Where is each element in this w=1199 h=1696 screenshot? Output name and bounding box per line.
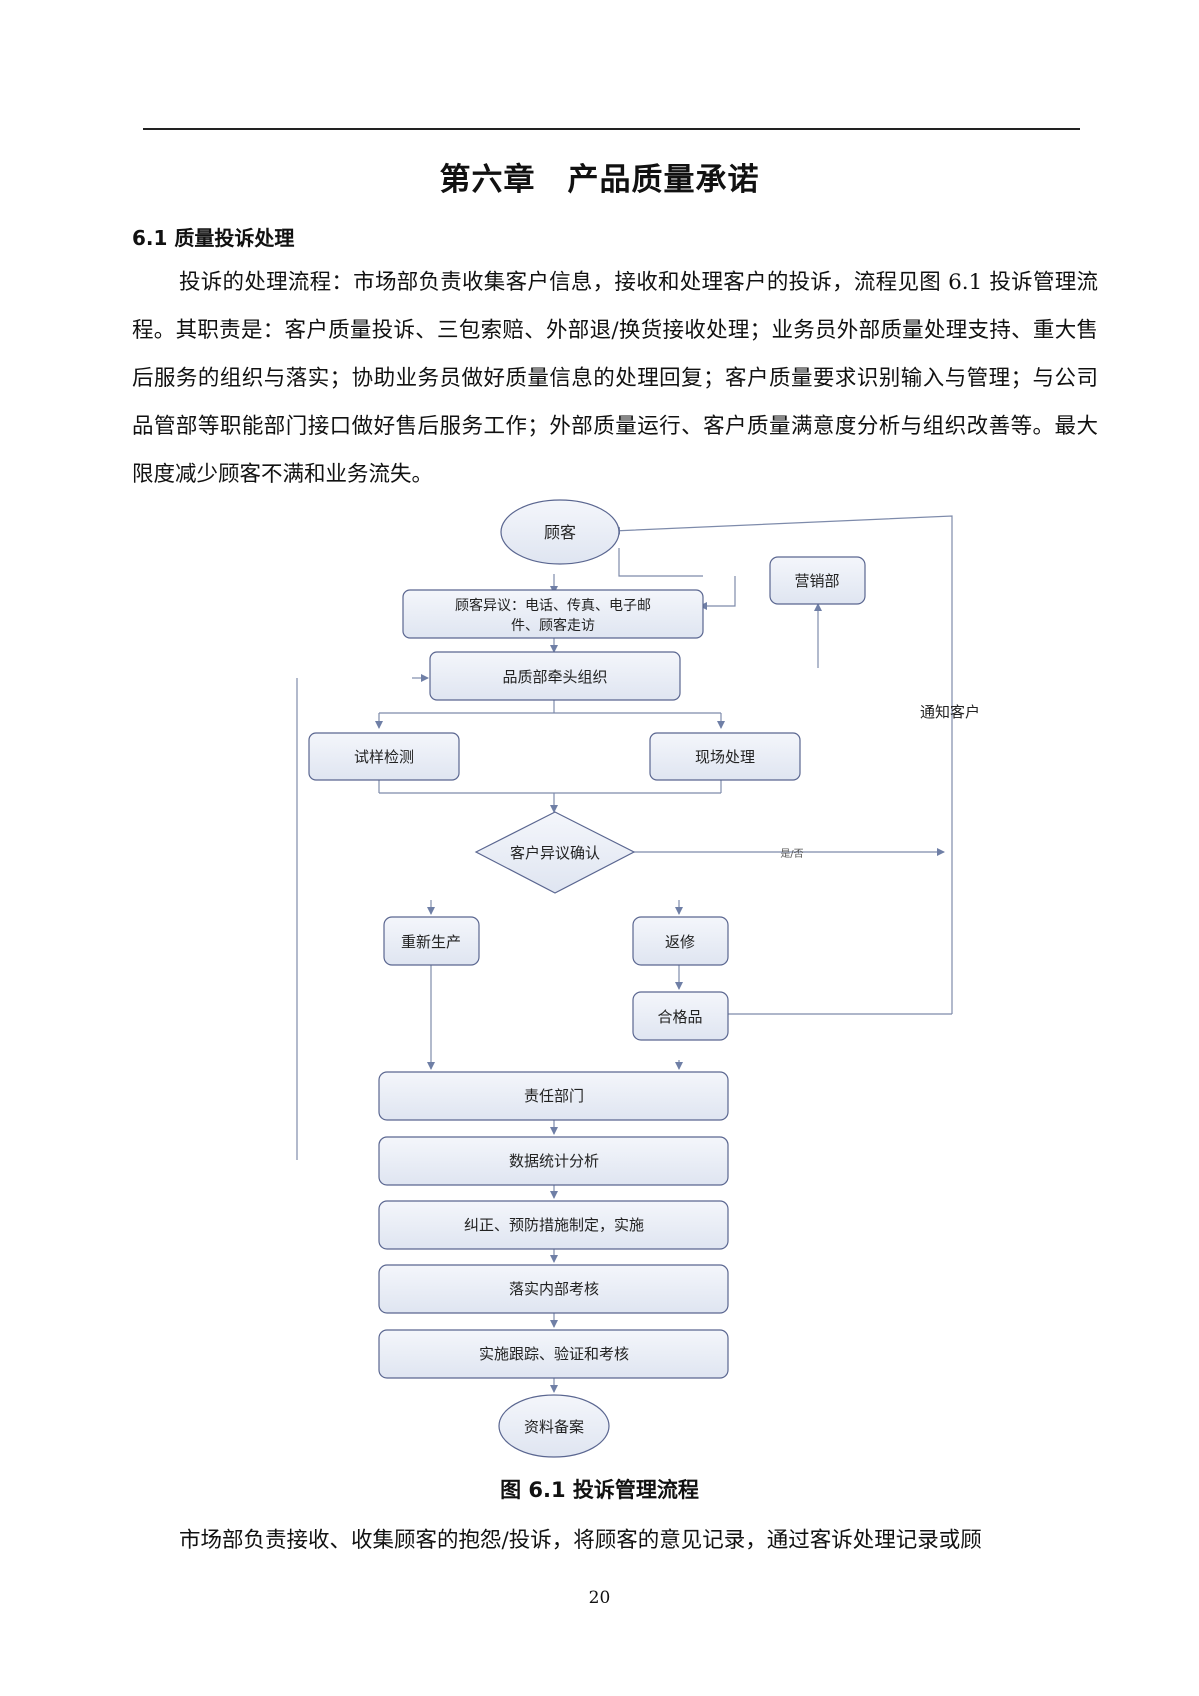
node-onsite (649, 732, 801, 781)
node-quality-dept-label: 品质部牵头组织 (502, 668, 607, 686)
node-confirm-label: 客户异议确认 (510, 844, 600, 862)
node-complaint (402, 589, 704, 639)
node-qualified (632, 991, 729, 1041)
node-data-analysis-label: 数据统计分析 (509, 1152, 599, 1170)
header-rule (143, 128, 1080, 130)
node-corrective-label: 纠正、预防措施制定，实施 (464, 1216, 644, 1234)
node-sales-dept (769, 556, 866, 605)
node-customer-label: 顾客 (544, 523, 576, 542)
node-complaint-line1: 顾客异议：电话、传真、电子邮 (455, 597, 651, 614)
node-repair-label: 返修 (665, 933, 695, 951)
node-sample-test (308, 732, 460, 781)
node-onsite-label: 现场处理 (695, 748, 755, 766)
node-customer (500, 499, 620, 565)
node-complaint-line2: 件、顾客走访 (511, 617, 595, 634)
node-quality-dept (429, 651, 681, 701)
figure-caption: 图 6.1 投诉管理流程 (500, 1478, 699, 1502)
node-reproduce-label: 重新生产 (401, 933, 461, 951)
chapter-title: 第六章 产品质量承诺 (439, 162, 760, 198)
section-title: 6.1 质量投诉处理 (132, 226, 295, 250)
node-responsible-label: 责任部门 (524, 1087, 584, 1105)
node-reproduce (383, 916, 480, 966)
node-qualified-label: 合格品 (657, 1008, 702, 1026)
node-confirm (474, 811, 636, 894)
node-data-analysis (378, 1136, 729, 1186)
node-sales-dept-label: 营销部 (794, 572, 839, 590)
node-repair (632, 916, 729, 966)
label-no: 是/否 (780, 848, 803, 860)
node-tracking (378, 1329, 729, 1379)
node-corrective (378, 1200, 729, 1250)
label-notify: 通知客户 (920, 703, 980, 721)
node-internal-assess (378, 1264, 729, 1314)
node-archive-label: 资料备案 (524, 1418, 584, 1436)
complaint-flowchart: 顾客 营销部 顾客异议：电话、传真、电子邮 件、顾客走访 品质部牵头组织 试样检… (296, 499, 980, 1458)
node-internal-assess-label: 落实内部考核 (509, 1280, 599, 1298)
body-paragraph-2: 市场部负责接收、收集顾客的抱怨/投诉，将顾客的意见记录，通过客诉处理记录或顾 (179, 1528, 982, 1553)
node-sample-test-label: 试样检测 (354, 748, 414, 766)
node-tracking-label: 实施跟踪、验证和考核 (479, 1345, 629, 1363)
node-archive (498, 1394, 610, 1458)
page-number: 20 (588, 1588, 611, 1608)
node-responsible (378, 1071, 729, 1121)
body-paragraph: 投诉的处理流程：市场部负责收集客户信息，接收和处理客户的投诉，流程见图 6.1 … (132, 270, 1098, 487)
